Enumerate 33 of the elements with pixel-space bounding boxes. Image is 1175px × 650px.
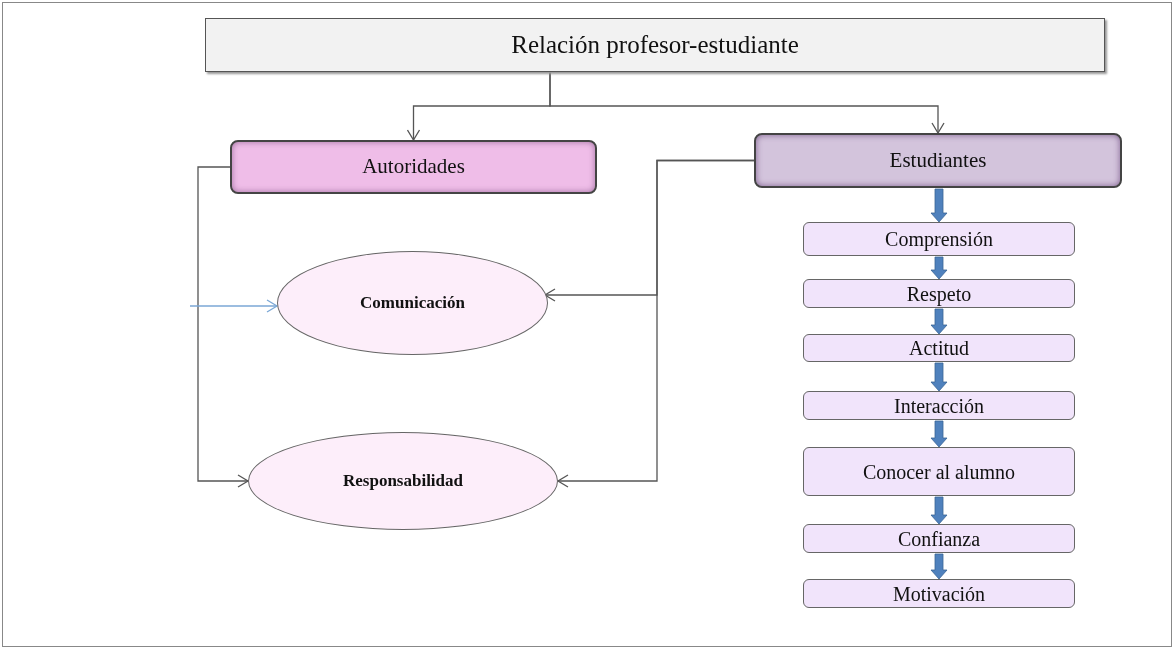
node-label: Comprensión <box>884 228 994 250</box>
node-label: Actitud <box>908 337 970 359</box>
node-label: Autoridades <box>361 153 466 181</box>
step-box <box>803 279 1075 308</box>
node-label: Comunicación <box>359 292 466 315</box>
block-arrow <box>930 362 948 392</box>
node-label: Confianza <box>896 527 982 550</box>
node-label: Motivación <box>891 582 987 605</box>
step-box <box>803 447 1075 496</box>
arrow <box>189 299 278 313</box>
step-box <box>803 579 1075 608</box>
node-label: Interacción <box>893 394 985 417</box>
node-label: Estudiantes <box>888 146 988 174</box>
arrow <box>197 166 249 488</box>
step-box <box>803 334 1075 362</box>
node-label: Responsabilidad <box>342 470 464 493</box>
block-arrow <box>930 553 948 580</box>
arrow <box>549 71 945 134</box>
block-arrow <box>930 308 948 335</box>
step-box <box>803 391 1075 420</box>
block-arrow <box>930 420 948 448</box>
node-label: Conocer al alumno <box>861 460 1017 483</box>
title-box <box>205 18 1105 72</box>
node-label: Respeto <box>905 282 973 305</box>
block-arrow <box>930 256 948 280</box>
category-box <box>754 133 1122 188</box>
node-label: Relación profesor-estudiante <box>510 30 800 61</box>
block-arrow <box>930 496 948 525</box>
step-box <box>803 524 1075 553</box>
arrow <box>557 159 755 488</box>
category-box <box>230 140 597 194</box>
block-arrow <box>930 188 948 223</box>
step-box <box>803 222 1075 256</box>
